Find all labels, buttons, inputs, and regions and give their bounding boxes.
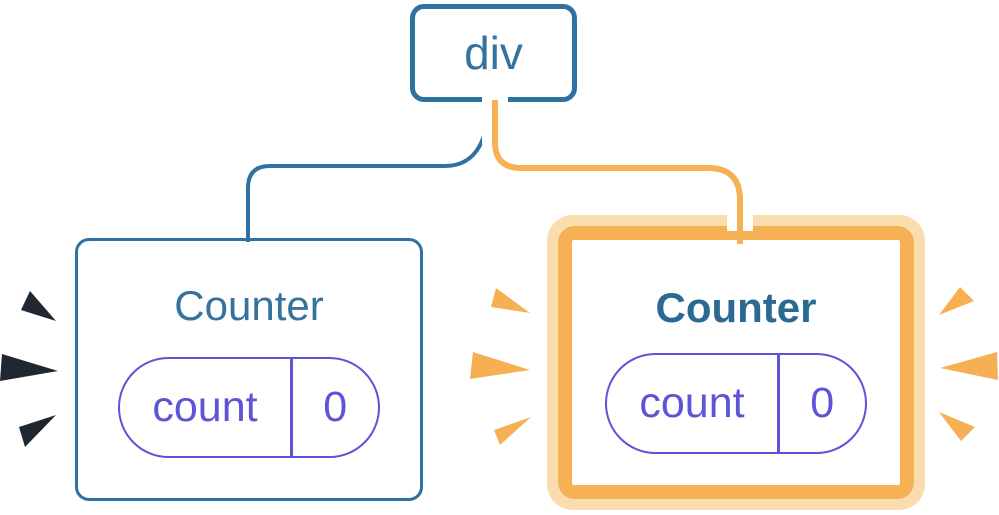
state-pill-divider-right [777, 355, 780, 452]
burst-ray-icon [939, 412, 975, 441]
state-key-label-left: count [152, 383, 258, 431]
counter-title-left: Counter [174, 282, 324, 329]
burst-ray-icon [0, 354, 58, 381]
root-node-div: div [410, 4, 577, 102]
state-pill-left: count 0 [118, 357, 380, 458]
counter-title-right: Counter [655, 284, 817, 331]
burst-marks-middle [470, 288, 531, 445]
burst-marks-right [939, 287, 998, 441]
burst-ray-icon [939, 287, 974, 315]
burst-ray-icon [21, 291, 56, 321]
counter-card-left: Counter count 0 [75, 238, 423, 501]
counter-card-right-highlight-ring: Counter count 0 [547, 215, 925, 510]
burst-ray-icon [470, 352, 530, 379]
edge-root-to-left-counter [246, 97, 491, 242]
burst-marks-left [0, 291, 58, 447]
state-pill-right: count 0 [605, 353, 867, 454]
burst-ray-icon [491, 288, 530, 313]
burst-ray-icon [494, 417, 531, 445]
counter-card-right: Counter count 0 [558, 226, 914, 499]
burst-ray-icon [940, 352, 998, 380]
root-node-label: div [464, 27, 523, 79]
edge-root-to-right-counter-casing [482, 94, 753, 231]
state-pill-divider-left [290, 359, 293, 456]
burst-ray-icon [19, 415, 56, 447]
state-key-label-right: count [639, 379, 745, 427]
state-value-left: 0 [323, 383, 348, 431]
state-value-right: 0 [810, 379, 835, 427]
